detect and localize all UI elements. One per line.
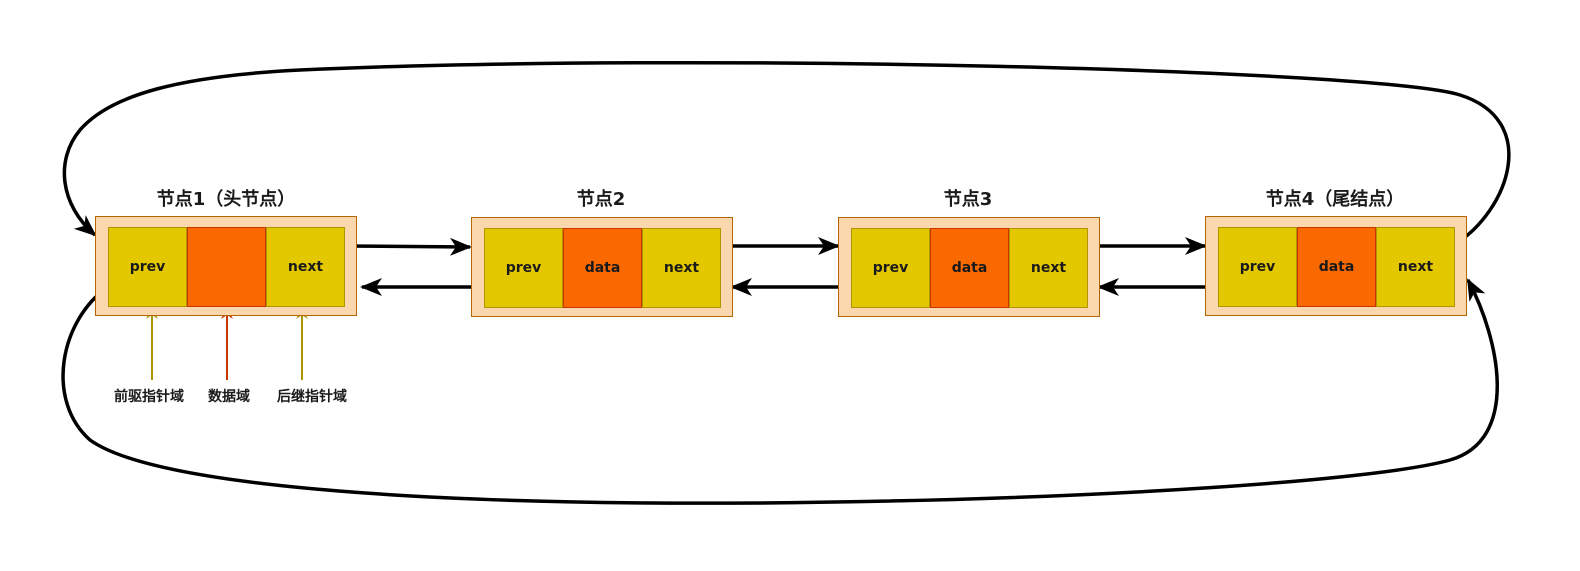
node-3-data-field: data — [930, 228, 1009, 308]
node-1-next-field: next — [266, 227, 345, 307]
node-2-data-field: data — [563, 228, 642, 308]
node-1: prev next — [95, 216, 357, 316]
node-1-title: 节点1（头节点） — [156, 189, 296, 210]
circular-next-link-tail-to-head — [62, 60, 1511, 247]
node-4-prev-field: prev — [1218, 227, 1297, 307]
node-3: prev data next — [838, 217, 1100, 317]
next-link-1-to-2 — [344, 237, 472, 256]
node-1-data-field — [187, 227, 266, 307]
prev-field-annotation: 前驱指针域 — [114, 389, 184, 405]
node-3-title: 节点3 — [943, 189, 993, 210]
node-2-title: 节点2 — [576, 189, 626, 210]
node-3-prev-field: prev — [851, 228, 930, 308]
node-4-next-field: next — [1376, 227, 1455, 307]
node-2-prev-field: prev — [484, 228, 563, 308]
node-2-next-field: next — [642, 228, 721, 308]
node-1-prev-field: prev — [108, 227, 187, 307]
node-4-data-field: data — [1297, 227, 1376, 307]
node-3-next-field: next — [1009, 228, 1088, 308]
node-4-title: 节点4（尾结点） — [1265, 189, 1405, 210]
node-4: prev data next — [1205, 216, 1467, 316]
circular-prev-link-head-to-tail — [61, 278, 1499, 505]
data-field-annotation: 数据域 — [208, 389, 250, 405]
next-field-annotation: 后继指针域 — [277, 389, 347, 405]
node-2: prev data next — [471, 217, 733, 317]
